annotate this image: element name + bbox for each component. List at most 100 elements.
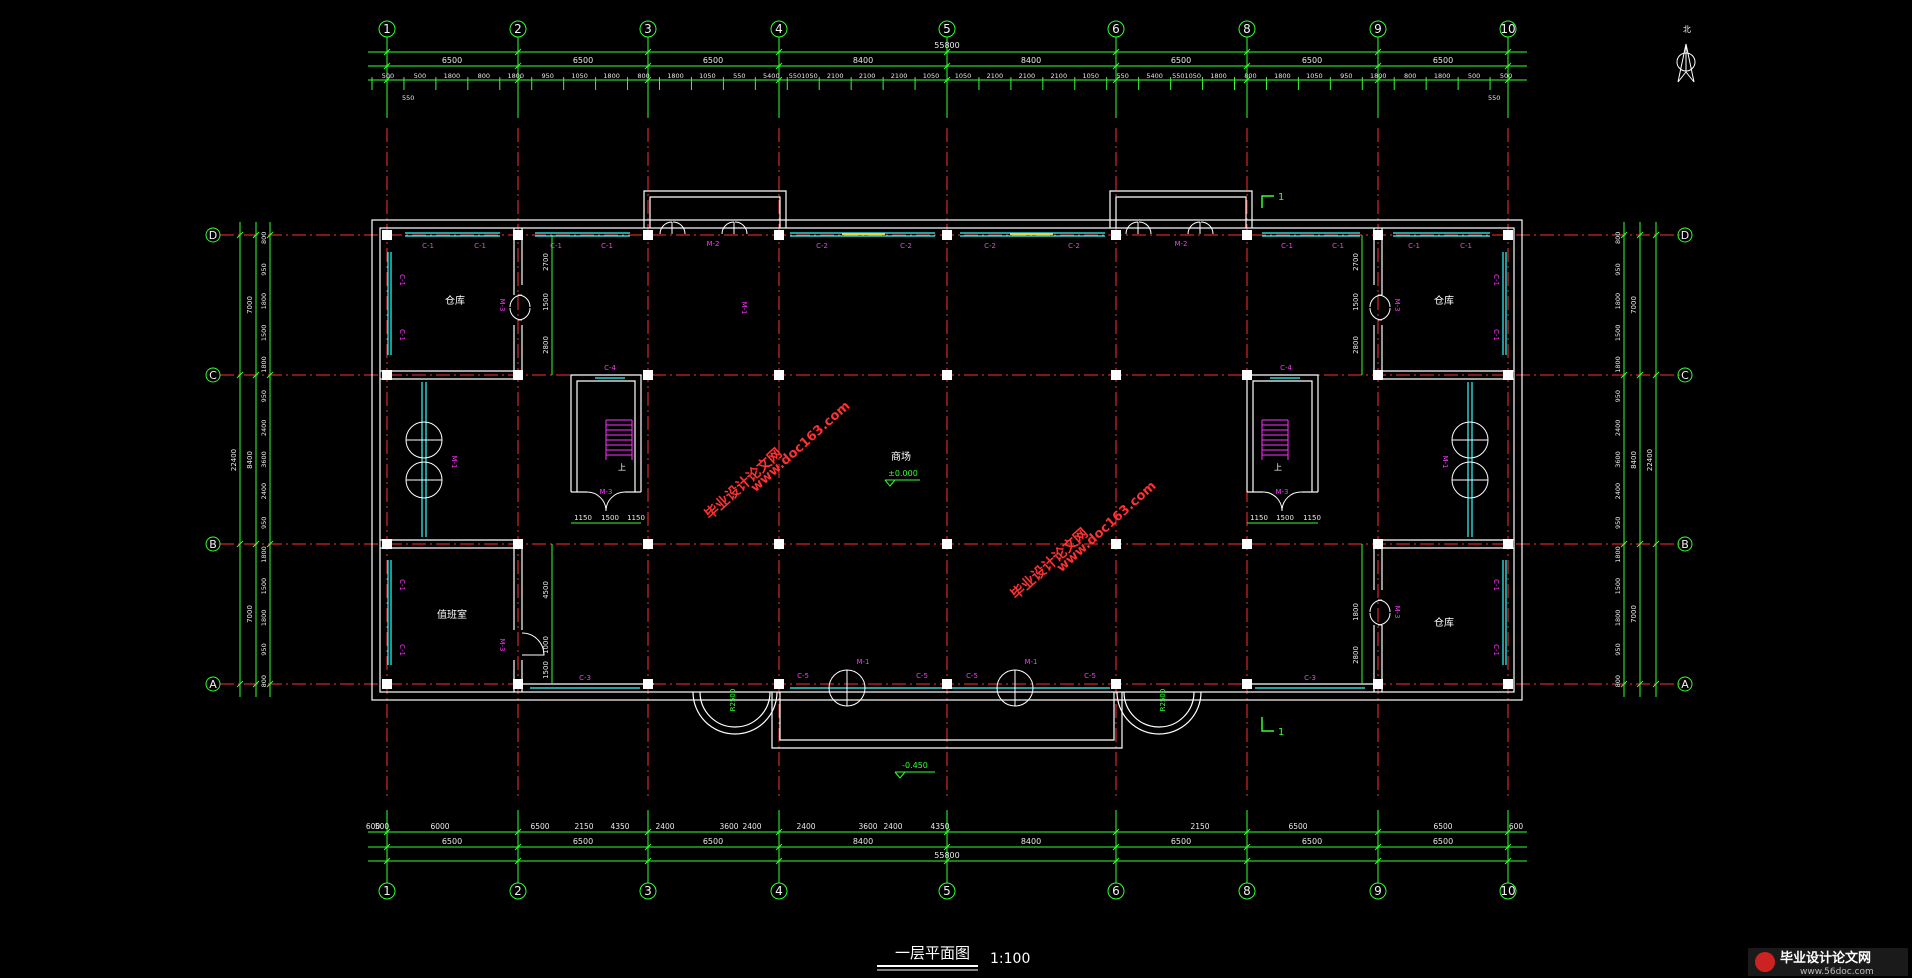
radius-label-right: R2500	[1159, 689, 1167, 712]
column	[643, 230, 653, 240]
stair-dim-right-2: 1500	[1276, 514, 1294, 522]
column	[1503, 370, 1513, 380]
dim-tick	[383, 843, 391, 851]
top-dim-detail: 500	[414, 72, 426, 80]
section-mark-top	[1261, 195, 1274, 208]
tag-c5-2: C-5	[916, 672, 928, 680]
right-dim-detail: 1800	[1614, 293, 1622, 310]
left-dim-detail: 950	[260, 263, 268, 275]
right-dim-detail: 2400	[1614, 420, 1622, 437]
inner-dim-l-3: 2800	[542, 336, 550, 354]
dim-tick	[1620, 680, 1628, 688]
tag-m2-right: M-2	[1174, 240, 1187, 248]
top-dim-detail: 800	[1244, 72, 1256, 80]
top-dim-detail: 2100	[987, 72, 1004, 80]
dim-tick	[775, 828, 783, 836]
right-dim-detail: 800	[1614, 675, 1622, 687]
dim-tick	[775, 843, 783, 851]
axis-label-A-right: A	[1681, 678, 1689, 691]
column	[1111, 539, 1121, 549]
dim-tick	[514, 62, 522, 70]
dim-tick	[236, 371, 244, 379]
column	[1111, 679, 1121, 689]
dim-tick	[943, 828, 951, 836]
top-dim-detail: 500	[382, 72, 394, 80]
column	[382, 230, 392, 240]
section-mark-bottom-label: 1	[1278, 727, 1284, 738]
column	[774, 679, 784, 689]
left-dim-detail: 950	[260, 517, 268, 529]
column	[513, 539, 523, 549]
corner-logo: 毕业设计论文网 www.56doc.com	[1748, 948, 1908, 977]
dim-tick	[1374, 62, 1382, 70]
dim-tick	[266, 540, 274, 548]
column	[1373, 679, 1383, 689]
tag-c2-4: C-2	[1068, 242, 1080, 250]
top-dim-detail: 1800	[1274, 72, 1291, 80]
dim-tick	[236, 680, 244, 688]
inner-dim-l-2: 1500	[542, 293, 550, 311]
dim-tick	[1374, 76, 1382, 84]
column	[942, 539, 952, 549]
top-dim-ticks	[383, 48, 1512, 84]
left-dim-detail: 3600	[260, 451, 268, 468]
top-dim-detail: 1800	[1434, 72, 1451, 80]
left-dim-detail: 1800	[260, 546, 268, 563]
column	[643, 679, 653, 689]
inner-vertical-dims: 2700 1500 2800 4500 1000 1500 2700 1500 …	[542, 253, 1360, 679]
top-axis-bubbles	[378, 20, 1517, 118]
axis-label-3-bottom: 3	[644, 884, 652, 898]
inner-dim-r-3: 2800	[1352, 336, 1360, 354]
dim-tick	[943, 48, 951, 56]
inner-vert-dim-lines	[551, 235, 1363, 684]
tag-m2-left: M-2	[706, 240, 719, 248]
top-dim-detail: 1800	[667, 72, 684, 80]
side-dim-ticks	[236, 231, 1660, 688]
column	[1373, 230, 1383, 240]
dim-tick	[644, 843, 652, 851]
bottom-dim-detail: 3600	[858, 822, 877, 831]
left-dim-detail: 2400	[260, 420, 268, 437]
tag-c5-3: C-5	[966, 672, 978, 680]
left-dim-D-C: 7000	[246, 296, 254, 314]
radius-label-left: R2500	[729, 689, 737, 712]
tag-c1-1: C-1	[422, 242, 434, 250]
stair-dim-right-3: 1150	[1303, 514, 1321, 522]
top-dim-detail: 1050	[699, 72, 716, 80]
dim-tick	[236, 231, 244, 239]
dim-tick	[1112, 828, 1120, 836]
dim-tick	[1243, 76, 1251, 84]
right-dim-detail: 1500	[1614, 325, 1622, 342]
top-dim-6-8: 6500	[1171, 56, 1191, 65]
column	[1242, 370, 1252, 380]
stair-dim-left-2: 1500	[601, 514, 619, 522]
left-dim-detail: 1800	[260, 356, 268, 373]
dim-tick	[775, 76, 783, 84]
axis-label-8-top: 8	[1243, 22, 1251, 36]
dim-tick	[1636, 680, 1644, 688]
tag-c1-v2: C-1	[398, 329, 406, 341]
north-label: 北	[1683, 25, 1691, 34]
tag-m3-right-stair: M-3	[1275, 488, 1288, 496]
dim-tick	[383, 857, 391, 865]
bottom-dim-1-2: 6500	[442, 837, 462, 846]
top-dim-detail: 2100	[1051, 72, 1068, 80]
dim-tick	[1374, 48, 1382, 56]
column	[1242, 230, 1252, 240]
bottom-dim-4-5: 8400	[853, 837, 873, 846]
tag-c2-1: C-2	[816, 242, 828, 250]
dim-tick	[1620, 231, 1628, 239]
top-dim-detail: 550	[733, 72, 745, 80]
top-dim-detail: 1800	[1370, 72, 1387, 80]
axis-label-9-top: 9	[1374, 22, 1382, 36]
axis-label-B-left: B	[209, 538, 217, 551]
axis-label-6-top: 6	[1112, 22, 1120, 36]
right-dim-detail: 2400	[1614, 483, 1622, 500]
bottom-dim-9-10: 6500	[1433, 837, 1453, 846]
axis-label-4-bottom: 4	[775, 884, 783, 898]
tag-c4-left: C-4	[604, 364, 616, 372]
dim-tick	[1636, 540, 1644, 548]
dim-tick	[514, 828, 522, 836]
tag-c1-v3: C-1	[398, 579, 406, 591]
top-dim-detail: 950	[541, 72, 553, 80]
